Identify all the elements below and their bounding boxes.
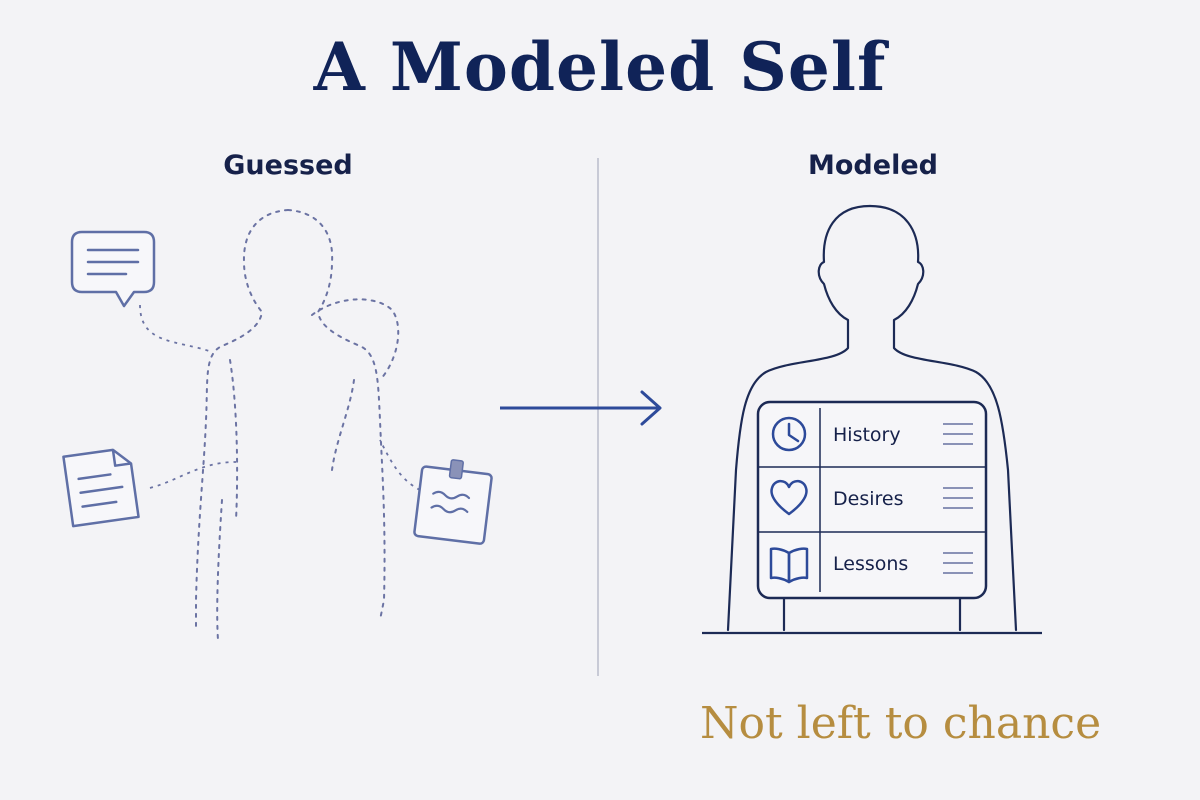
- tagline: Not left to chance: [700, 698, 1102, 749]
- history-label: History: [833, 424, 901, 446]
- lessons-label: Lessons: [833, 553, 908, 575]
- sticky-note-icon: [413, 459, 493, 545]
- desires-label: Desires: [833, 488, 903, 510]
- clock-icon: [771, 416, 807, 452]
- guessed-label: Guessed: [223, 150, 353, 181]
- document-icon: [62, 448, 140, 528]
- transform-arrow-icon: [500, 390, 662, 426]
- page-title: A Modeled Self: [313, 28, 887, 106]
- lessons-lines-icon: [943, 552, 973, 574]
- modeled-label: Modeled: [808, 150, 938, 181]
- self-model-panel: [756, 400, 988, 600]
- book-icon: [769, 547, 809, 584]
- panel-row-desires: Desires: [770, 479, 973, 516]
- panel-row-lessons: Lessons: [769, 547, 973, 584]
- guessed-figure: [195, 209, 400, 641]
- heart-icon: [770, 479, 808, 516]
- guessed-connectors: [139, 304, 421, 491]
- history-lines-icon: [943, 423, 973, 445]
- panel-row-history: History: [771, 416, 973, 452]
- modeled-figure: [726, 204, 1018, 632]
- speech-bubble-icon: [70, 230, 156, 308]
- desires-lines-icon: [943, 487, 973, 509]
